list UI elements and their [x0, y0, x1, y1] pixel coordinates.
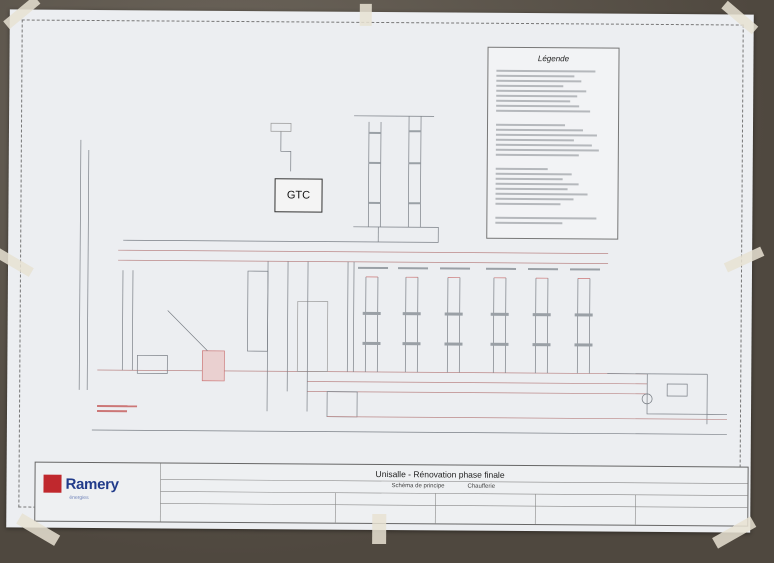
tape-top-center	[359, 3, 372, 26]
piping-schematic	[78, 115, 728, 435]
title-block-grid	[159, 463, 748, 525]
title-block: Ramery énergies Unisalle - Rénovation ph…	[34, 461, 749, 527]
tape-bottom-center	[372, 513, 387, 545]
drawing-sheet: Légende GTC	[0, 0, 765, 549]
